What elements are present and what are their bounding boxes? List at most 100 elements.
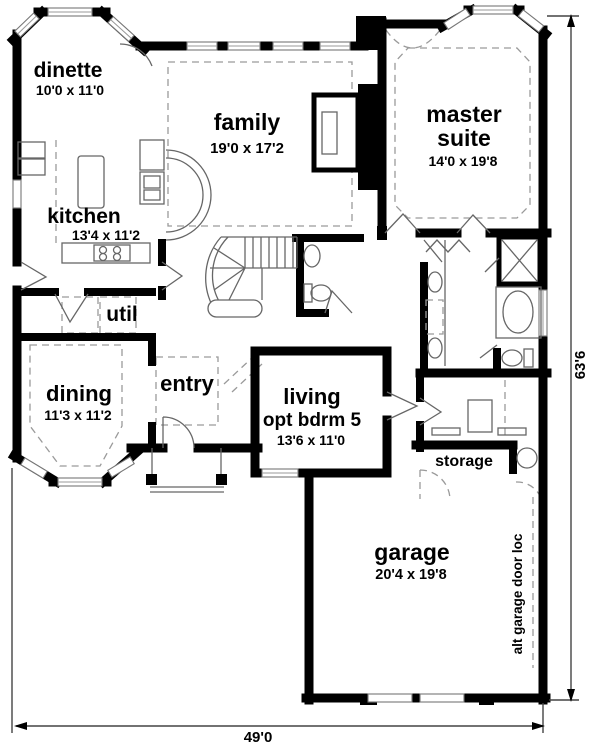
garage-door-post-right <box>479 699 494 705</box>
dining-bay-window-se <box>107 456 135 478</box>
burner-4 <box>112 252 122 262</box>
burner-1 <box>98 245 108 255</box>
burner-2 <box>112 245 122 255</box>
oven-cabinet <box>139 171 165 205</box>
media-wall-slab <box>358 84 382 190</box>
storage-bench-left <box>431 427 461 436</box>
entry-ceiling-dash <box>155 356 219 426</box>
powder-toilet-tank <box>303 283 313 303</box>
buffet-lower <box>17 158 46 176</box>
dinette-label: dinette <box>34 59 103 82</box>
entry-porch <box>150 448 224 493</box>
alt-door-swing-dash <box>419 469 451 500</box>
kitchen-fixtures <box>17 43 212 264</box>
powder-room-walls <box>292 234 364 317</box>
interior-walls <box>13 17 552 478</box>
garage-dims: 20'4 x 19'8 <box>375 567 446 583</box>
washer-dash <box>61 296 99 334</box>
powder-sink <box>303 244 321 268</box>
dining-dims: 11'3 x 11'2 <box>44 407 112 423</box>
kitchen-dims: 13'4 x 11'2 <box>72 227 140 243</box>
kitchen-label: kitchen <box>47 205 121 228</box>
doors <box>20 213 500 449</box>
master-door-post <box>377 226 387 240</box>
living-room-walls <box>250 346 392 478</box>
entry-label: entry <box>160 371 215 396</box>
dinette-dims: 10'0 x 11'0 <box>36 82 104 98</box>
front-door <box>162 416 195 449</box>
vanity-sink-2 <box>427 337 443 359</box>
master-closet-doors <box>456 214 491 234</box>
powder-toilet-bowl <box>310 284 332 302</box>
garden-tub <box>502 290 534 334</box>
master-dims: 14'0 x 19'8 <box>429 153 498 169</box>
overall-height-dim: 63'6 <box>572 351 589 380</box>
stairs <box>205 236 298 318</box>
dinette-bay-window-nw <box>14 12 40 38</box>
burner-3 <box>98 252 108 262</box>
util-door <box>54 293 89 324</box>
storage-label: storage <box>435 453 493 470</box>
vanity-sink-1 <box>427 271 443 293</box>
tub-platform <box>495 286 542 339</box>
room-labels: dinette 10'0 x 11'0 family 19'0 x 17'2 m… <box>34 59 589 746</box>
stair-inner-curve <box>211 236 229 304</box>
toilet-tank <box>523 348 534 368</box>
powder-door <box>324 289 353 314</box>
bath-door <box>423 239 443 263</box>
water-heater <box>516 447 538 469</box>
storage-door <box>419 397 443 426</box>
side-door <box>20 261 48 291</box>
cooktop <box>93 244 131 262</box>
util-label: util <box>106 303 138 326</box>
storage-bench-right <box>497 427 527 436</box>
stair-outer-curve <box>205 236 222 308</box>
shower-door <box>484 257 500 273</box>
master-alcove-arch-dash <box>385 29 441 49</box>
linen-shelves <box>425 299 444 335</box>
shower-x <box>501 239 538 282</box>
master-tray-ceiling-dash <box>394 47 531 219</box>
stair-winders <box>210 247 246 307</box>
stair-treads <box>244 237 294 268</box>
master-label-line1: master <box>426 101 501 127</box>
living-door <box>386 391 419 421</box>
family-dims: 19'0 x 17'2 <box>210 140 284 157</box>
porch-post-left <box>146 474 157 485</box>
media-niche <box>321 111 338 155</box>
garage-label: garage <box>374 539 449 565</box>
breakfast-bar-curve-outer <box>165 149 212 241</box>
toilet-room-door <box>479 344 498 359</box>
buffet-upper <box>17 141 46 159</box>
living-label: living <box>283 384 340 409</box>
bath-fixtures <box>303 234 543 469</box>
corner-fireplace-arc <box>119 43 153 67</box>
dining-ceiling-dash <box>29 344 123 467</box>
porch-post-right <box>216 474 227 485</box>
storage-column <box>467 399 493 433</box>
master-door <box>384 213 421 234</box>
dining-bay-window-sw <box>20 457 48 479</box>
overall-width-dim: 49'0 <box>244 729 273 746</box>
dinette-bay-window-ne <box>107 15 135 43</box>
closet-bifold-doors <box>425 239 471 253</box>
alt-garage-door-note: alt garage door loc <box>510 533 525 654</box>
living-dims: 13'6 x 11'0 <box>277 432 345 448</box>
kitchen-island <box>77 155 105 209</box>
dining-label: dining <box>46 381 112 406</box>
toilet-bowl <box>501 349 523 367</box>
dimension-lines <box>11 14 579 733</box>
media-cabinet <box>311 92 361 173</box>
stair-bullnose <box>207 299 263 318</box>
pantry-door <box>161 261 184 291</box>
windows <box>12 5 548 703</box>
master-label-line2: suite <box>437 125 491 151</box>
master-bay-window-nw <box>443 7 471 31</box>
kitchen-side-window <box>12 179 22 209</box>
family-label: family <box>214 109 281 135</box>
master-bay-window-ne <box>517 9 545 33</box>
refrigerator <box>139 139 165 171</box>
living-option-label: opt bdrm 5 <box>263 410 362 431</box>
